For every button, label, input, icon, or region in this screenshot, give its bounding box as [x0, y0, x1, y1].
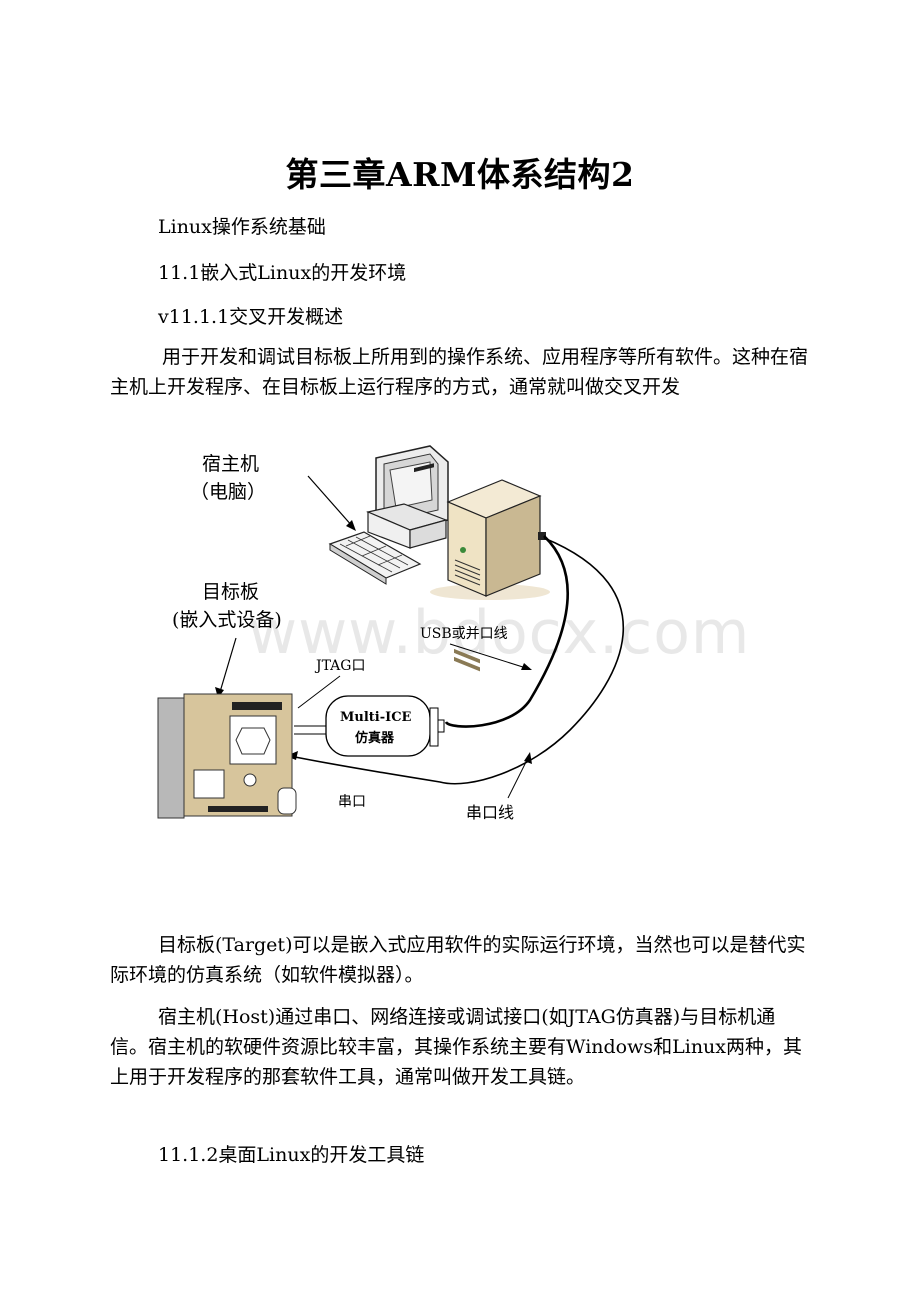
- heading-11-1-1: v11.1.1交叉开发概述: [158, 306, 344, 328]
- heading-linux-basics: Linux操作系统基础: [158, 216, 326, 238]
- target-board-icon: [157, 693, 297, 819]
- usb-cable-label: USB或并口线: [420, 626, 508, 642]
- serial-cable-label: 串口线: [466, 803, 514, 822]
- paragraph-host: 宿主机(Host)通过串口、网络连接或调试接口(如JTAG仿真器)与目标机通信。…: [110, 1002, 810, 1092]
- paragraph-cross-dev: 用于开发和调试目标板上所用到的操作系统、应用程序等所有软件。这种在宿主机上开发程…: [110, 342, 810, 402]
- cross-development-diagram: 宿主机 （电脑） 目标板 (嵌入式设备): [157, 445, 624, 822]
- keyboard-icon: [328, 531, 422, 585]
- host-sublabel: （电脑）: [190, 481, 266, 503]
- watermark: www.bdocx.com: [248, 598, 751, 668]
- ice-label: Multi-ICE: [340, 710, 412, 725]
- serial-port-label: 串口: [338, 794, 366, 810]
- paragraph-target: 目标板(Target)可以是嵌入式应用软件的实际运行环境，当然也可以是替代实际环…: [110, 930, 810, 990]
- target-sublabel: (嵌入式设备): [172, 609, 282, 631]
- page-title: 第三章ARM体系结构2: [285, 155, 635, 194]
- multi-ice-emulator: Multi-ICE 仿真器: [325, 695, 445, 757]
- heading-11-1: 11.1嵌入式Linux的开发环境: [158, 262, 407, 284]
- paragraph-text: 目标板(Target)可以是嵌入式应用软件的实际运行环境，当然也可以是替代实际环…: [110, 934, 806, 986]
- paragraph-text: 宿主机(Host)通过串口、网络连接或调试接口(如JTAG仿真器)与目标机通信。…: [110, 1006, 803, 1088]
- heading-11-1-2: 11.1.2桌面Linux的开发工具链: [158, 1144, 425, 1166]
- jtag-port-label: JTAG口: [314, 658, 365, 674]
- tower-icon: [430, 479, 550, 672]
- monitor-icon: [366, 445, 449, 549]
- paragraph-text: 用于开发和调试目标板上所用到的操作系统、应用程序等所有软件。这种在宿主机上开发程…: [110, 346, 809, 398]
- host-label: 宿主机: [202, 453, 259, 475]
- target-label: 目标板: [202, 581, 259, 603]
- ice-sublabel: 仿真器: [355, 730, 395, 746]
